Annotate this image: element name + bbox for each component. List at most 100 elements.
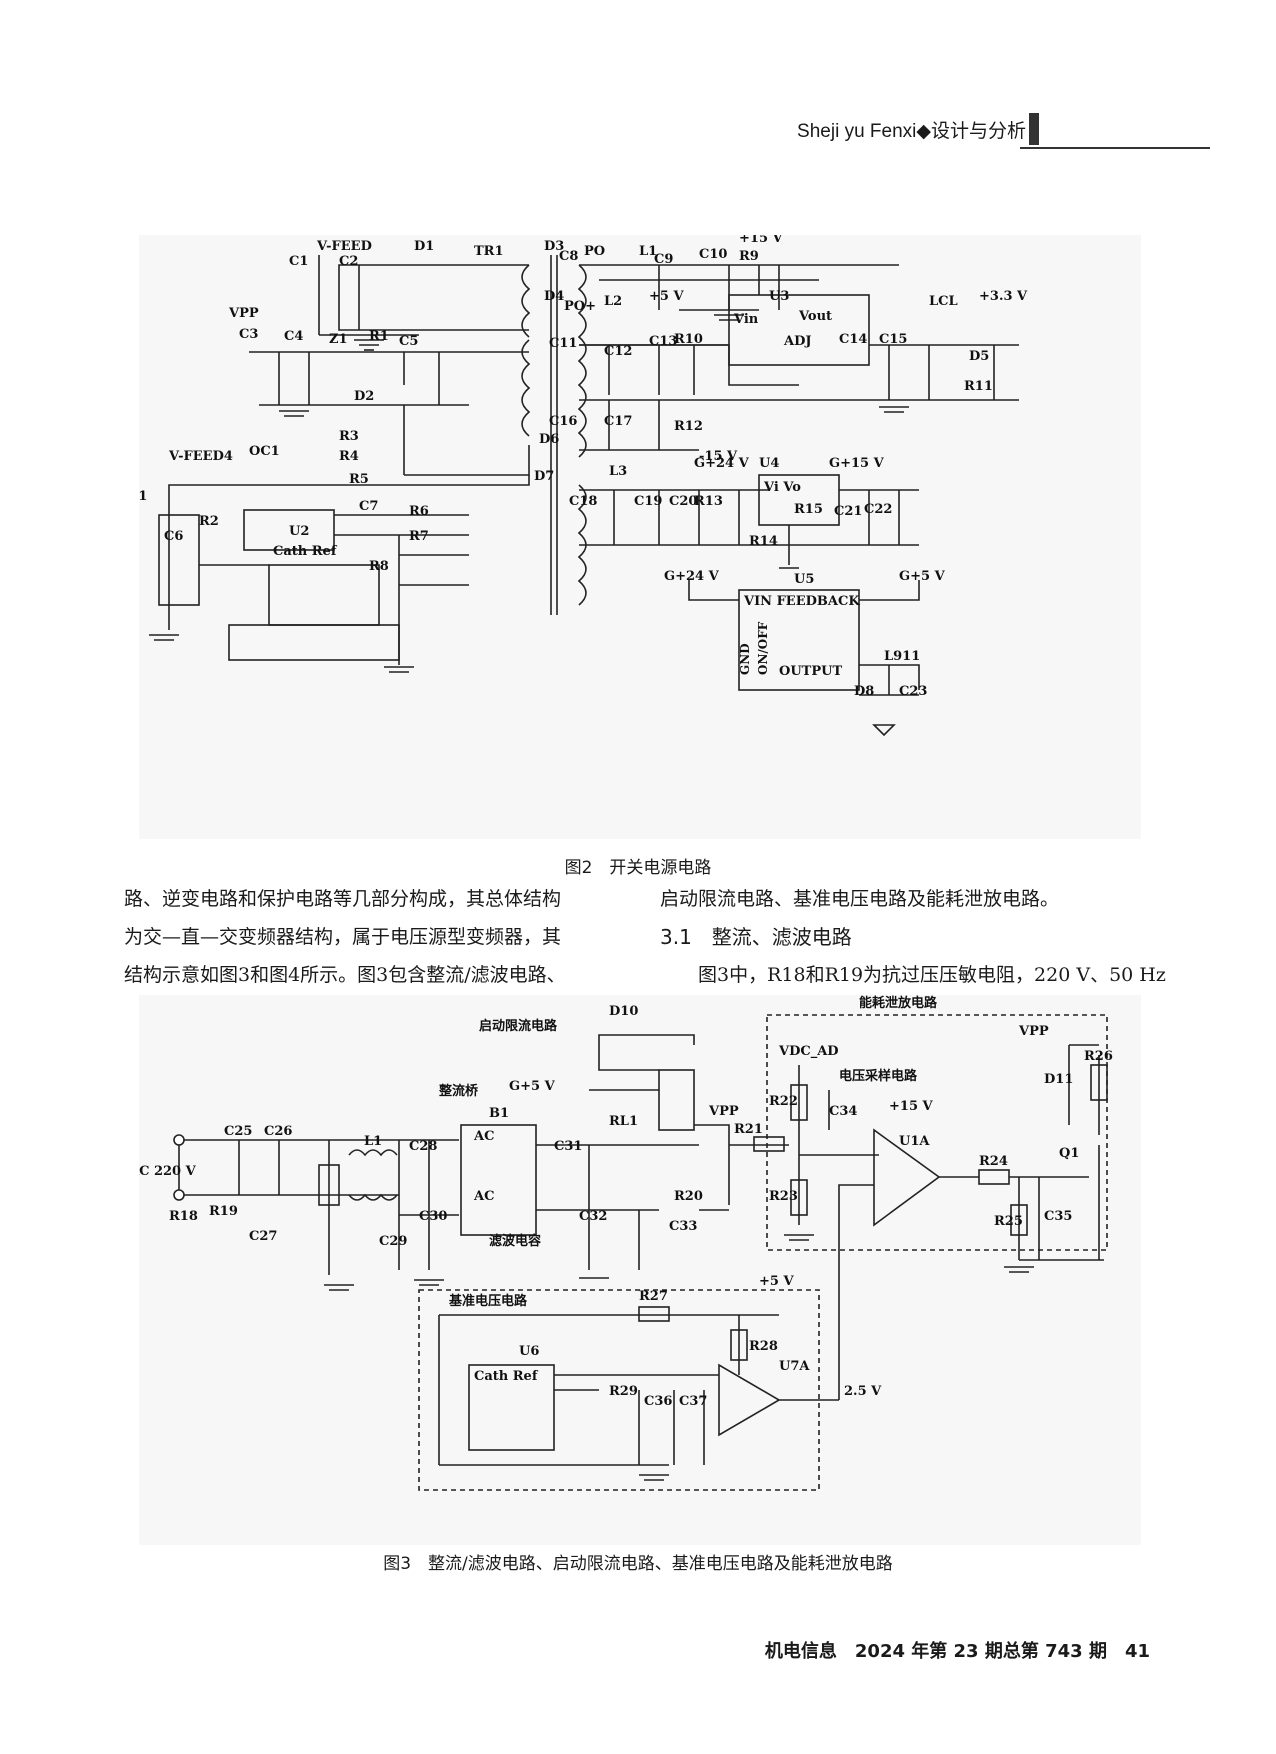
label-u3: U3 <box>769 289 789 304</box>
figure-3-labels: 能耗泄放电路 启动限流电路 D10 VDC_AD 电压采样电路 VPP R26 … <box>139 995 1113 1409</box>
label-u2: U2 <box>289 524 309 539</box>
label-r12: R12 <box>674 419 703 434</box>
figure-2-labels: V-FEED D1 TR1 D3 PO L1 +15 V C1 C2 C8 C9… <box>139 235 1028 699</box>
label-r9: R9 <box>739 249 759 264</box>
label-vin: Vin <box>733 312 759 327</box>
label-c23: C23 <box>899 684 927 699</box>
figure-3-schematic: 能耗泄放电路 启动限流电路 D10 VDC_AD 电压采样电路 VPP R26 … <box>139 995 1113 1491</box>
label-u7a: U7A <box>779 1359 810 1374</box>
label-c29: C29 <box>379 1234 407 1249</box>
label-c17: C17 <box>604 414 632 429</box>
label-c37: C37 <box>679 1394 707 1409</box>
label-vsample: 电压采样电路 <box>839 1068 918 1084</box>
label-r24: R24 <box>979 1154 1008 1169</box>
label-gp15v: G+15 V <box>829 456 885 471</box>
label-r7: R7 <box>409 529 429 544</box>
label-vpp: VPP <box>228 306 259 321</box>
left-line-1: 路、逆变电路和保护电路等几部分构成，其总体结构 <box>124 888 562 910</box>
figure-2-caption: 图2 开关电源电路 <box>564 858 712 878</box>
label-r2: R2 <box>199 514 219 529</box>
left-line-3: 结构示意如图3和图4所示。图3包含整流/滤波电路、 <box>124 964 566 986</box>
label-c5: C5 <box>399 334 418 349</box>
label-d3: D3 <box>544 239 564 254</box>
label-filtercap: 滤波电容 <box>489 1233 541 1249</box>
label-d5: D5 <box>969 349 989 364</box>
label-r15: R15 <box>794 502 823 517</box>
label-onoff: ON/OFF <box>756 621 770 675</box>
label-ac: AC <box>473 1129 494 1144</box>
label-gp5v: G+5 V <box>509 1079 556 1094</box>
label-b1: B1 <box>489 1106 509 1121</box>
label-d8: D8 <box>854 684 874 699</box>
label-oc1: OC1 <box>249 444 280 459</box>
label-r27: R27 <box>639 1289 668 1304</box>
label-po: PO <box>584 244 605 259</box>
label-r14: R14 <box>749 534 778 549</box>
label-gp24v-b: G+24 V <box>664 569 720 584</box>
label-r8: R8 <box>369 559 389 574</box>
label-c27: C27 <box>249 1229 277 1244</box>
label-q1: Q1 <box>1059 1146 1079 1161</box>
label-v25: 2.5 V <box>844 1384 882 1399</box>
label-r26: R26 <box>1084 1049 1113 1064</box>
label-c7: C7 <box>359 499 378 514</box>
label-l3: L3 <box>609 464 627 479</box>
label-c1: C1 <box>289 254 308 269</box>
label-r23: R23 <box>769 1189 798 1204</box>
label-vpp: VPP <box>1018 1024 1049 1039</box>
label-c31: C31 <box>554 1139 582 1154</box>
label-u4: U4 <box>759 456 779 471</box>
label-u5: U5 <box>794 572 814 587</box>
label-ac-b: AC <box>473 1189 494 1204</box>
label-adj: ADJ <box>783 334 812 349</box>
figure-2-schematic: V-FEED D1 TR1 D3 PO L1 +15 V C1 C2 C8 C9… <box>139 235 1028 737</box>
label-refv: 基准电压电路 <box>448 1293 528 1309</box>
label-startup: 启动限流电路 <box>479 1018 558 1034</box>
label-c30: C30 <box>419 1209 447 1224</box>
label-vfeed: V-FEED <box>316 239 372 254</box>
label-r19: R19 <box>209 1204 238 1219</box>
page-footer: 机电信息 2024 年第 23 期总第 743 期 41 <box>764 1641 1150 1662</box>
figure-3: 能耗泄放电路 启动限流电路 D10 VDC_AD 电压采样电路 VPP R26 … <box>139 995 1141 1545</box>
label-gp24v: G+24 V <box>694 456 750 471</box>
label-p15v: +15 V <box>739 235 784 246</box>
label-c3: C3 <box>239 327 258 342</box>
label-c9: C9 <box>654 252 673 267</box>
figure-2: V-FEED D1 TR1 D3 PO L1 +15 V C1 C2 C8 C9… <box>139 235 1141 839</box>
label-m15v: -15 V <box>699 449 738 464</box>
label-c12: C12 <box>604 344 632 359</box>
label-bridge: 整流桥 <box>438 1083 479 1099</box>
label-d1: D1 <box>414 239 434 254</box>
label-c10: C10 <box>699 247 727 262</box>
right-column-text: 启动限流电路、基准电压电路及能耗泄放电路。 3.1 整流、滤波电路 图3中，R1… <box>660 880 1170 994</box>
label-r29: R29 <box>609 1384 638 1399</box>
label-cathref: Cath Ref <box>474 1369 539 1384</box>
label-r10: R10 <box>674 332 703 347</box>
label-c28: C28 <box>409 1139 437 1154</box>
label-c4: C4 <box>284 329 303 344</box>
left-column-text: 路、逆变电路和保护电路等几部分构成，其总体结构 为交—直—交变频器结构，属于电压… <box>124 880 644 994</box>
label-r11: R11 <box>964 379 993 394</box>
label-p33v: +3.3 V <box>979 289 1028 304</box>
label-poplus: PO+ <box>564 299 596 314</box>
label-ac220: AC 220 V <box>139 1164 197 1179</box>
left-line-2: 为交—直—交变频器结构，属于电压源型变频器，其 <box>124 926 562 948</box>
header-bar <box>1029 113 1039 145</box>
label-rl1: RL1 <box>609 1114 638 1129</box>
label-c16: C16 <box>549 414 577 429</box>
label-r18: R18 <box>169 1209 198 1224</box>
label-c13: C13 <box>649 334 677 349</box>
figure-3-caption: 图3 整流/滤波电路、启动限流电路、基准电压电路及能耗泄放电路 <box>383 1554 893 1574</box>
label-vdc: VDC_AD <box>778 1044 839 1059</box>
section-heading: 3.1 整流、滤波电路 <box>660 925 852 949</box>
label-vpp-b: VPP <box>708 1104 739 1119</box>
label-p5v: +5 V <box>759 1274 794 1289</box>
label-c15: C15 <box>879 332 907 347</box>
label-u6: U6 <box>519 1344 539 1359</box>
label-r25: R25 <box>994 1214 1023 1229</box>
label-u1: U1 <box>139 489 147 504</box>
label-r3: R3 <box>339 429 359 444</box>
label-c21: C21 <box>834 504 862 519</box>
label-l2: L2 <box>604 294 622 309</box>
label-c34: C34 <box>829 1104 857 1119</box>
